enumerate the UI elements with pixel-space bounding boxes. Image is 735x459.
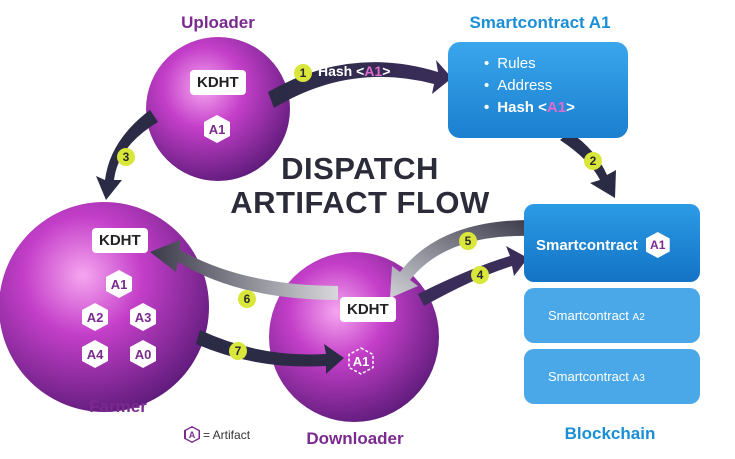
blockchain-block-a3-label: Smartcontract — [548, 369, 629, 384]
arrow-7 — [196, 330, 344, 374]
blockchain-artifact-a1-icon: A1 — [645, 232, 670, 258]
arrow-1-hash-text: Hash — [318, 63, 353, 79]
step-badge-1: 1 — [294, 64, 312, 82]
page-title-line2: ARTIFACT FLOW — [230, 185, 490, 220]
arrow-2 — [560, 132, 616, 198]
blockchain-block-a3-content: Smartcontract A3 — [548, 369, 645, 384]
dashed-hex-outline — [348, 347, 374, 375]
step-badge-4: 4 — [471, 266, 489, 284]
blockchain-block-a2: Smartcontract A2 — [524, 288, 700, 343]
step-badge-5: 5 — [459, 232, 477, 250]
arrow-6 — [150, 240, 338, 300]
blockchain-block-a2-content: Smartcontract A2 — [548, 308, 645, 323]
downloader-artifact-label: A1 — [352, 353, 370, 369]
smartcontract-box: Rules Address Hash <A1> — [448, 42, 628, 138]
blockchain-block-a1-content: Smartcontract A1 — [536, 232, 670, 258]
downloader-title: Downloader — [306, 429, 404, 448]
smartcontract-hash-text: Hash — [497, 99, 534, 116]
smartcontract-item-rules: Rules — [484, 55, 575, 72]
blockchain-block-a1: Smartcontract A1 — [524, 204, 700, 282]
arrow-1-hash-ref: A1 — [364, 63, 383, 79]
uploader-title: Uploader — [181, 13, 255, 32]
smartcontract-title: Smartcontract A1 — [469, 13, 611, 32]
uploader-sphere — [146, 37, 290, 181]
step-badge-7: 7 — [229, 342, 247, 360]
step-badge-2: 2 — [584, 152, 602, 170]
farmer-kdht: KDHT — [92, 228, 148, 253]
page-title: DISPATCH ARTIFACT FLOW — [226, 152, 494, 220]
blockchain-block-a2-label: Smartcontract — [548, 308, 629, 323]
legend-text: = Artifact — [203, 427, 251, 442]
farmer-title: Farmer — [89, 397, 147, 416]
artifact-legend-icon: A — [184, 426, 200, 443]
blockchain-block-a1-label: Smartcontract — [536, 236, 638, 254]
smartcontract-list: Rules Address Hash <A1> — [484, 50, 575, 121]
smartcontract-item-address: Address — [484, 77, 575, 94]
page-title-line1: DISPATCH — [281, 151, 439, 186]
smartcontract-hash-ref: A1 — [546, 99, 567, 116]
arrow-1 — [268, 60, 452, 108]
step-badge-3: 3 — [117, 148, 135, 166]
downloader-artifact-icon: A1 — [348, 347, 374, 375]
downloader-kdht: KDHT — [340, 297, 396, 322]
smartcontract-item-hash: Hash <A1> — [484, 99, 575, 116]
blockchain-block-a2-ref: A2 — [632, 312, 645, 323]
uploader-kdht: KDHT — [190, 70, 246, 95]
blockchain-block-a3: Smartcontract A3 — [524, 349, 700, 404]
legend: A = Artifact — [184, 426, 250, 443]
step-badge-6: 6 — [238, 290, 256, 308]
artifact-legend-letter: A — [185, 427, 199, 442]
downloader-sphere — [269, 252, 439, 422]
arrow-3 — [96, 110, 158, 200]
arrow-1-label: Hash <A1> — [318, 63, 391, 79]
blockchain-title: Blockchain — [564, 424, 656, 443]
blockchain-block-a3-ref: A3 — [632, 373, 645, 384]
